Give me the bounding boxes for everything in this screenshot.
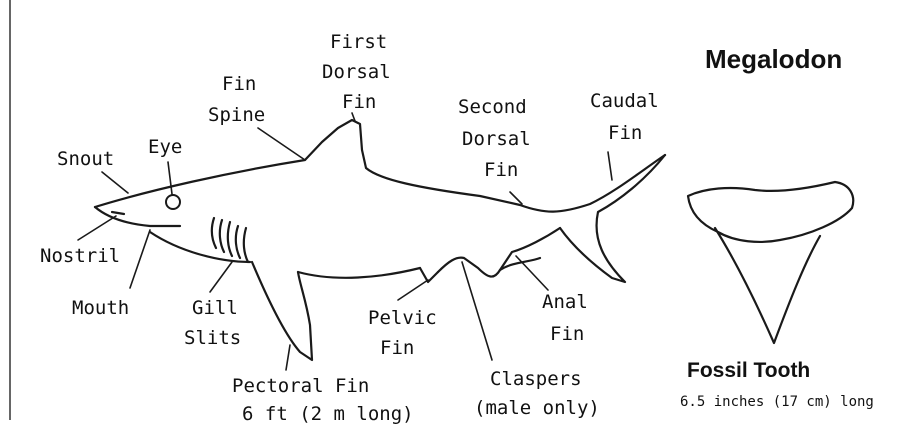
label-fin-spine-line1: Fin	[222, 73, 256, 95]
shark-labels: First Dorsal Fin Fin Spine Second Dorsal…	[40, 31, 659, 425]
pointer-snout	[102, 172, 128, 193]
label-gill-line2: Slits	[184, 327, 241, 349]
tooth-title: Fossil Tooth	[687, 359, 810, 382]
pointer-pectoral	[286, 345, 290, 370]
gill-slits	[212, 218, 248, 262]
pectoral-fin-outline	[252, 262, 312, 360]
label-first-dorsal-line2: Dorsal	[322, 61, 391, 83]
tooth-subtitle: 6.5 inches (17 cm) long	[680, 394, 874, 410]
label-caudal-line1: Caudal	[590, 90, 659, 112]
label-gill-line1: Gill	[192, 297, 238, 319]
diagram-title: Megalodon	[705, 44, 842, 74]
pelvic-fin-outline	[420, 268, 438, 282]
label-mouth: Mouth	[72, 297, 129, 319]
label-anal-line1: Anal	[542, 291, 588, 313]
label-claspers-line2: (male only)	[474, 397, 600, 419]
shark-eye	[166, 195, 180, 209]
shark-tail-outline	[560, 155, 665, 282]
label-first-dorsal-line3: Fin	[342, 91, 376, 113]
label-pectoral-line1: Pectoral Fin	[232, 375, 369, 397]
label-pelvic-line1: Pelvic	[368, 307, 437, 329]
pointer-fin-spine	[258, 128, 305, 160]
clasper-outline	[438, 258, 540, 277]
nostril-mark	[112, 212, 124, 214]
label-snout: Snout	[57, 148, 114, 170]
label-caudal-line2: Fin	[608, 122, 642, 144]
pointer-gill	[210, 262, 232, 292]
label-claspers-line1: Claspers	[490, 368, 582, 390]
anal-fin-outline	[500, 228, 560, 270]
pointer-eye	[168, 162, 172, 194]
label-nostril: Nostril	[40, 245, 120, 267]
label-fin-spine-line2: Spine	[208, 104, 265, 126]
label-second-dorsal-line2: Dorsal	[462, 128, 531, 150]
shark-belly-outline	[298, 268, 420, 278]
fossil-tooth-illustration	[688, 182, 853, 343]
label-second-dorsal-line1: Second	[458, 96, 527, 118]
label-eye: Eye	[148, 136, 182, 158]
pointer-pelvic	[398, 280, 428, 300]
pointer-mouth	[130, 230, 150, 288]
label-first-dorsal-line1: First	[330, 31, 387, 53]
label-anal-line2: Fin	[550, 323, 584, 345]
tooth-root-outline	[688, 182, 853, 242]
label-second-dorsal-line3: Fin	[484, 159, 518, 181]
pointer-caudal	[608, 152, 612, 180]
label-pectoral-line2: 6 ft (2 m long)	[242, 403, 414, 425]
pointer-nostril	[78, 216, 116, 240]
shark-upper-outline	[95, 120, 665, 212]
label-pelvic-line2: Fin	[380, 337, 414, 359]
tooth-crown-outline	[715, 228, 820, 343]
